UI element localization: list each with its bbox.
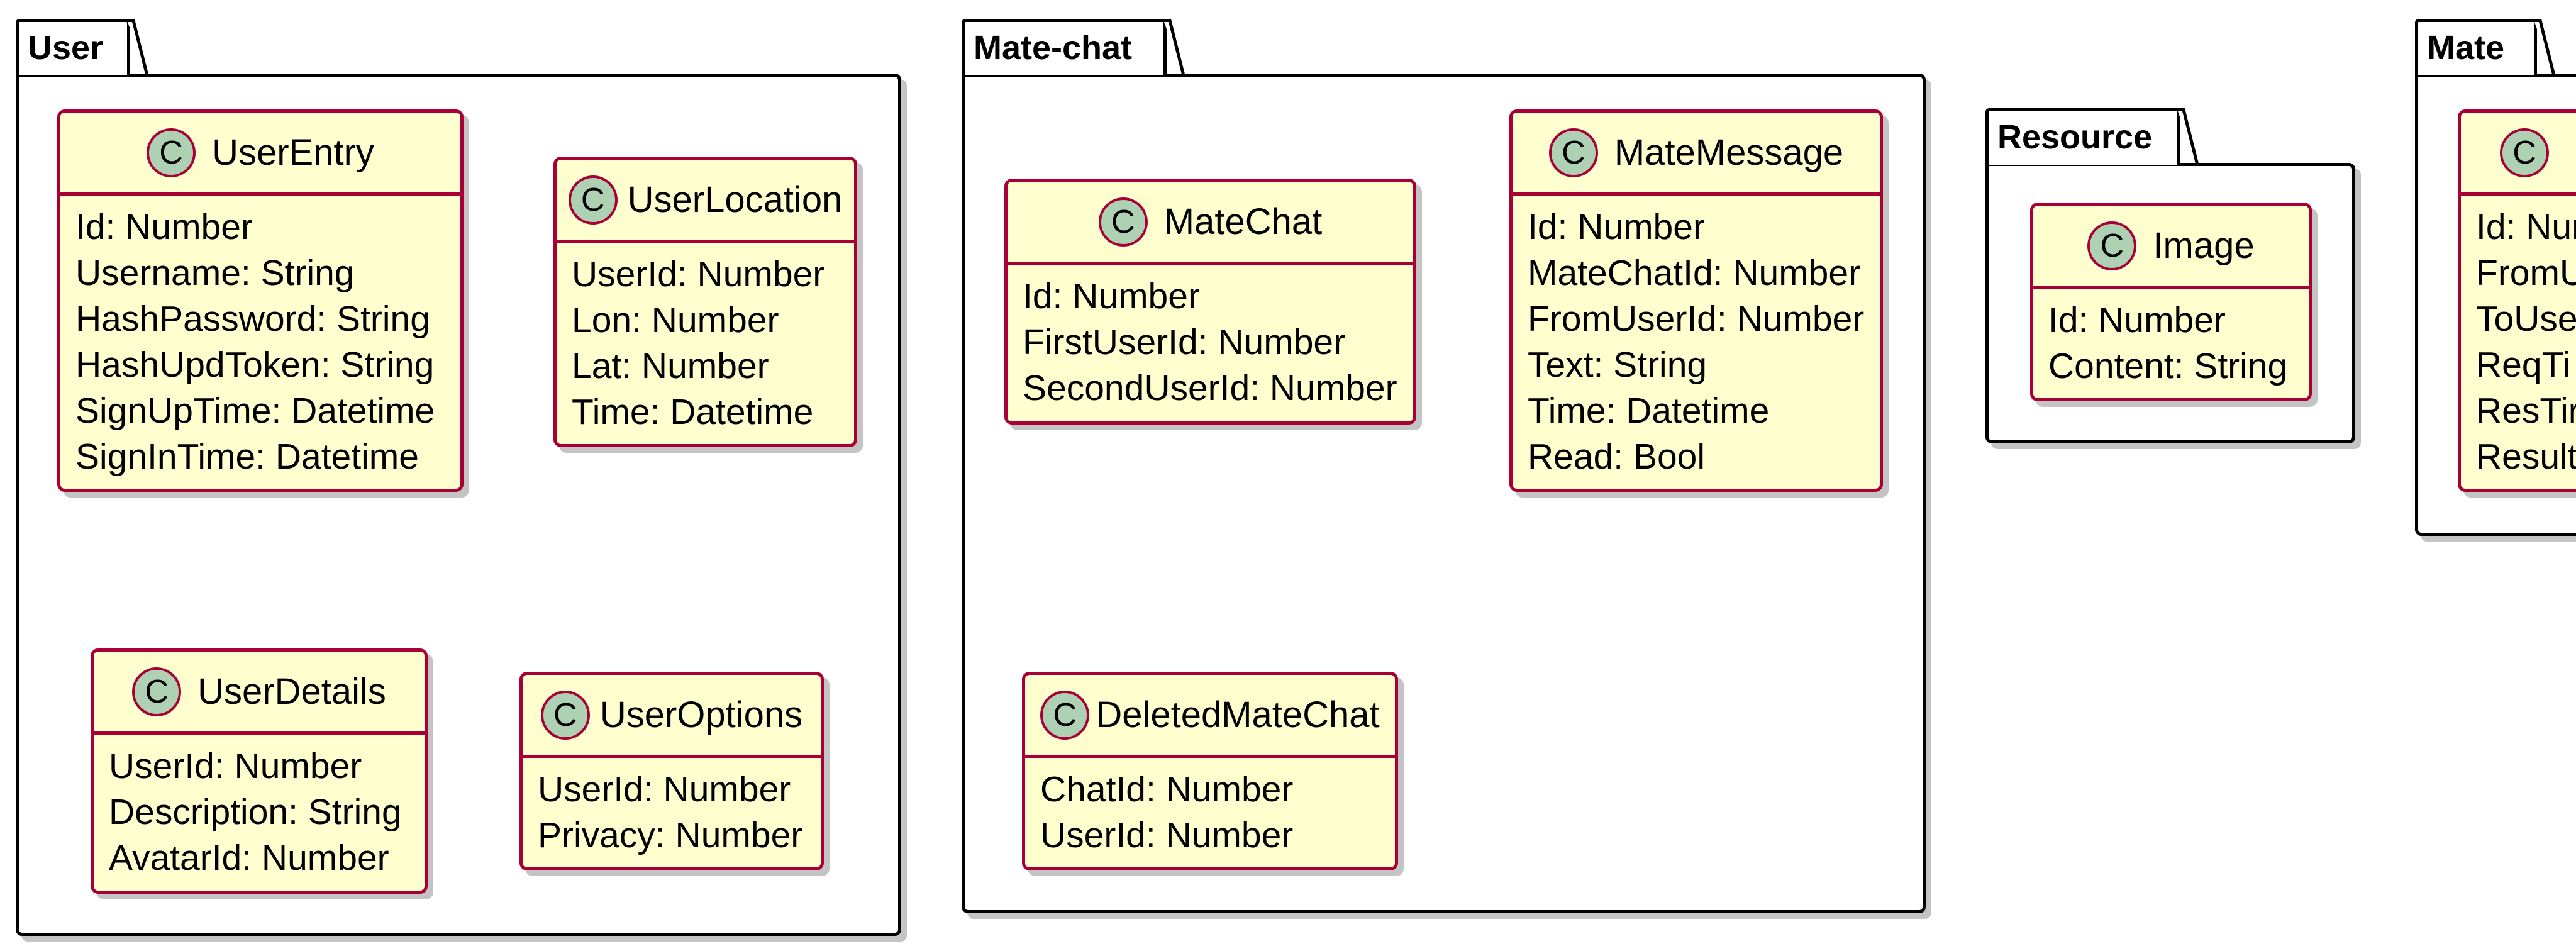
package-title: Resource bbox=[1997, 118, 2153, 156]
class-attribute: Lon: Number bbox=[572, 300, 779, 340]
class-attribute: HashPassword: String bbox=[75, 299, 430, 339]
class-attributes: UserId: Number Description: String Avata… bbox=[94, 735, 425, 881]
package-tab-corner bbox=[127, 19, 148, 75]
class-header: C UserEntry bbox=[60, 113, 460, 196]
class-header: C DeletedMateChat bbox=[1025, 675, 1395, 758]
class-attribute: UserId: Number bbox=[109, 746, 362, 786]
class-user-entry: C UserEntry Id: Number Username: String … bbox=[57, 109, 464, 492]
class-c-icon: C bbox=[1548, 128, 1598, 177]
class-attribute: HashUpdToken: String bbox=[75, 345, 435, 385]
class-header: C MateMessage bbox=[1513, 113, 1880, 196]
package-title: Mate-chat bbox=[974, 29, 1133, 67]
package-tab-corner bbox=[2177, 108, 2199, 165]
class-attribute: Privacy: Number bbox=[538, 815, 803, 855]
class-header: C MateChat bbox=[1008, 182, 1413, 265]
class-attribute: FromU bbox=[2476, 253, 2576, 293]
class-c-icon: C bbox=[1098, 197, 1148, 247]
class-image: C Image Id: Number Content: String bbox=[2030, 203, 2312, 401]
class-attributes: Id: Nur FromU ToUse ReqTi ResTir Result bbox=[2461, 196, 2576, 480]
class-attributes: Id: Number MateChatId: Number FromUserId… bbox=[1513, 196, 1880, 480]
class-attribute: ChatId: Number bbox=[1040, 769, 1294, 809]
class-attribute: Id: Number bbox=[1023, 276, 1200, 316]
class-c-icon: C bbox=[2087, 221, 2137, 270]
class-c-icon: C bbox=[2500, 128, 2549, 177]
class-attribute: AvatarId: Number bbox=[109, 838, 389, 878]
class-attribute: Read: Bool bbox=[1528, 437, 1706, 477]
class-attribute: Description: String bbox=[109, 792, 402, 832]
class-mate-request: C Id: Nur FromU ToUse ReqTi ResTir Resul… bbox=[2458, 109, 2576, 492]
package-tab-user: User bbox=[16, 19, 148, 75]
class-c-icon: C bbox=[147, 128, 196, 177]
class-attribute: Time: Datetime bbox=[1528, 391, 1770, 431]
class-attributes: UserId: Number Lon: Number Lat: Number T… bbox=[557, 243, 854, 435]
class-c-icon: C bbox=[132, 667, 182, 716]
class-attribute: Id: Number bbox=[2048, 300, 2226, 340]
class-attribute: UserId: Number bbox=[1040, 815, 1294, 855]
class-attribute: SignUpTime: Datetime bbox=[75, 391, 435, 431]
class-name: DeletedMateChat bbox=[1096, 694, 1380, 735]
class-attribute: Id: Nur bbox=[2476, 207, 2576, 247]
class-user-options: C UserOptions UserId: Number Privacy: Nu… bbox=[519, 672, 824, 870]
class-name: UserEntry bbox=[212, 132, 374, 173]
class-header: C UserDetails bbox=[94, 652, 425, 735]
package-tab-resource: Resource bbox=[1985, 108, 2199, 165]
class-attribute: Content: String bbox=[2048, 346, 2288, 386]
class-attribute: UserId: Number bbox=[538, 769, 791, 809]
class-attributes: UserId: Number Privacy: Number bbox=[523, 758, 821, 859]
class-name: UserDetails bbox=[197, 671, 386, 712]
class-c-icon: C bbox=[1040, 690, 1090, 740]
class-attribute: MateChatId: Number bbox=[1528, 253, 1861, 293]
class-name: UserLocation bbox=[627, 179, 843, 220]
class-c-icon: C bbox=[540, 690, 590, 740]
class-attribute: UserId: Number bbox=[572, 254, 825, 294]
class-attributes: Id: Number Username: String HashPassword… bbox=[60, 196, 460, 480]
class-attribute: FirstUserId: Number bbox=[1023, 322, 1346, 362]
class-c-icon: C bbox=[568, 175, 618, 225]
class-attributes: ChatId: Number UserId: Number bbox=[1025, 758, 1395, 859]
class-header: C bbox=[2461, 113, 2576, 196]
class-name: MateChat bbox=[1163, 201, 1323, 242]
package-title: Mate bbox=[2427, 29, 2505, 67]
class-attribute: SecondUserId: Number bbox=[1023, 368, 1397, 408]
class-attribute: FromUserId: Number bbox=[1528, 299, 1865, 339]
class-deleted-mate-chat: C DeletedMateChat ChatId: Number UserId:… bbox=[1022, 672, 1398, 870]
class-attribute: Text: String bbox=[1528, 345, 1707, 385]
class-attribute: Time: Datetime bbox=[572, 392, 814, 432]
class-header: C UserOptions bbox=[523, 675, 821, 758]
class-attribute: ResTir bbox=[2476, 391, 2576, 431]
class-mate-chat: C MateChat Id: Number FirstUserId: Numbe… bbox=[1004, 179, 1416, 425]
class-attributes: Id: Number FirstUserId: Number SecondUse… bbox=[1008, 265, 1413, 411]
class-name: Image bbox=[2153, 225, 2255, 266]
class-user-details: C UserDetails UserId: Number Description… bbox=[91, 648, 428, 894]
package-tab-mate-chat: Mate-chat bbox=[962, 19, 1185, 75]
class-attribute: ReqTi bbox=[2476, 345, 2570, 385]
package-tab-corner bbox=[1163, 19, 1185, 75]
class-attribute: Id: Number bbox=[1528, 207, 1705, 247]
class-attribute: ToUse bbox=[2476, 299, 2576, 339]
class-name: MateMessage bbox=[1614, 132, 1844, 173]
class-attribute: Id: Number bbox=[75, 207, 253, 247]
package-tab-corner bbox=[2534, 19, 2555, 75]
class-attributes: Id: Number Content: String bbox=[2033, 289, 2309, 389]
class-name: UserOptions bbox=[599, 694, 803, 735]
class-header: C Image bbox=[2033, 206, 2309, 289]
class-header: C UserLocation bbox=[557, 160, 854, 243]
class-mate-message: C MateMessage Id: Number MateChatId: Num… bbox=[1509, 109, 1883, 492]
package-title: User bbox=[28, 29, 104, 67]
class-user-location: C UserLocation UserId: Number Lon: Numbe… bbox=[553, 157, 857, 447]
class-attribute: Username: String bbox=[75, 253, 355, 293]
package-tab-mate: Mate bbox=[2415, 19, 2555, 75]
class-attribute: Lat: Number bbox=[572, 346, 769, 386]
class-attribute: Result bbox=[2476, 437, 2576, 477]
class-attribute: SignInTime: Datetime bbox=[75, 437, 419, 477]
